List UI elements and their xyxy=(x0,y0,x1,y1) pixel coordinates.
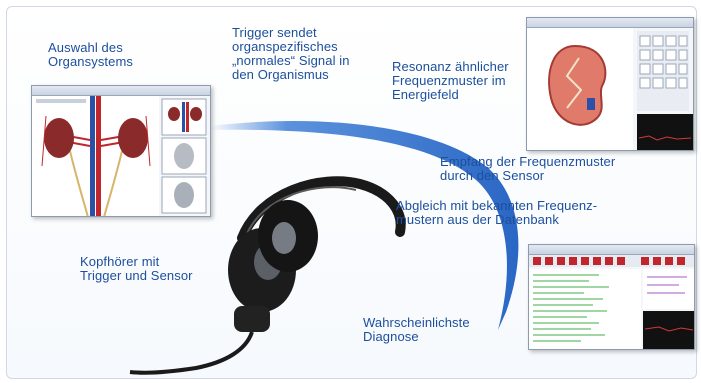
sensor-module xyxy=(234,306,270,332)
label-trigger: Trigger sendet organspezifisches „normal… xyxy=(232,26,350,82)
label-diagnose: Wahrscheinlichste Diagnose xyxy=(363,316,470,344)
label-abgleich: Abgleich mit bekannten Frequenz- mustern… xyxy=(396,199,597,227)
label-kopfhoerer: Kopfhörer mit Trigger und Sensor xyxy=(80,255,193,283)
label-auswahl: Auswahl des Organsystems xyxy=(48,41,133,69)
cable xyxy=(130,332,252,373)
label-resonanz: Resonanz ähnlicher Frequenzmuster im Ene… xyxy=(392,60,509,102)
label-empfang: Empfang der Frequenzmuster durch den Sen… xyxy=(440,155,615,183)
right-ear-cup-highlight xyxy=(272,222,296,254)
